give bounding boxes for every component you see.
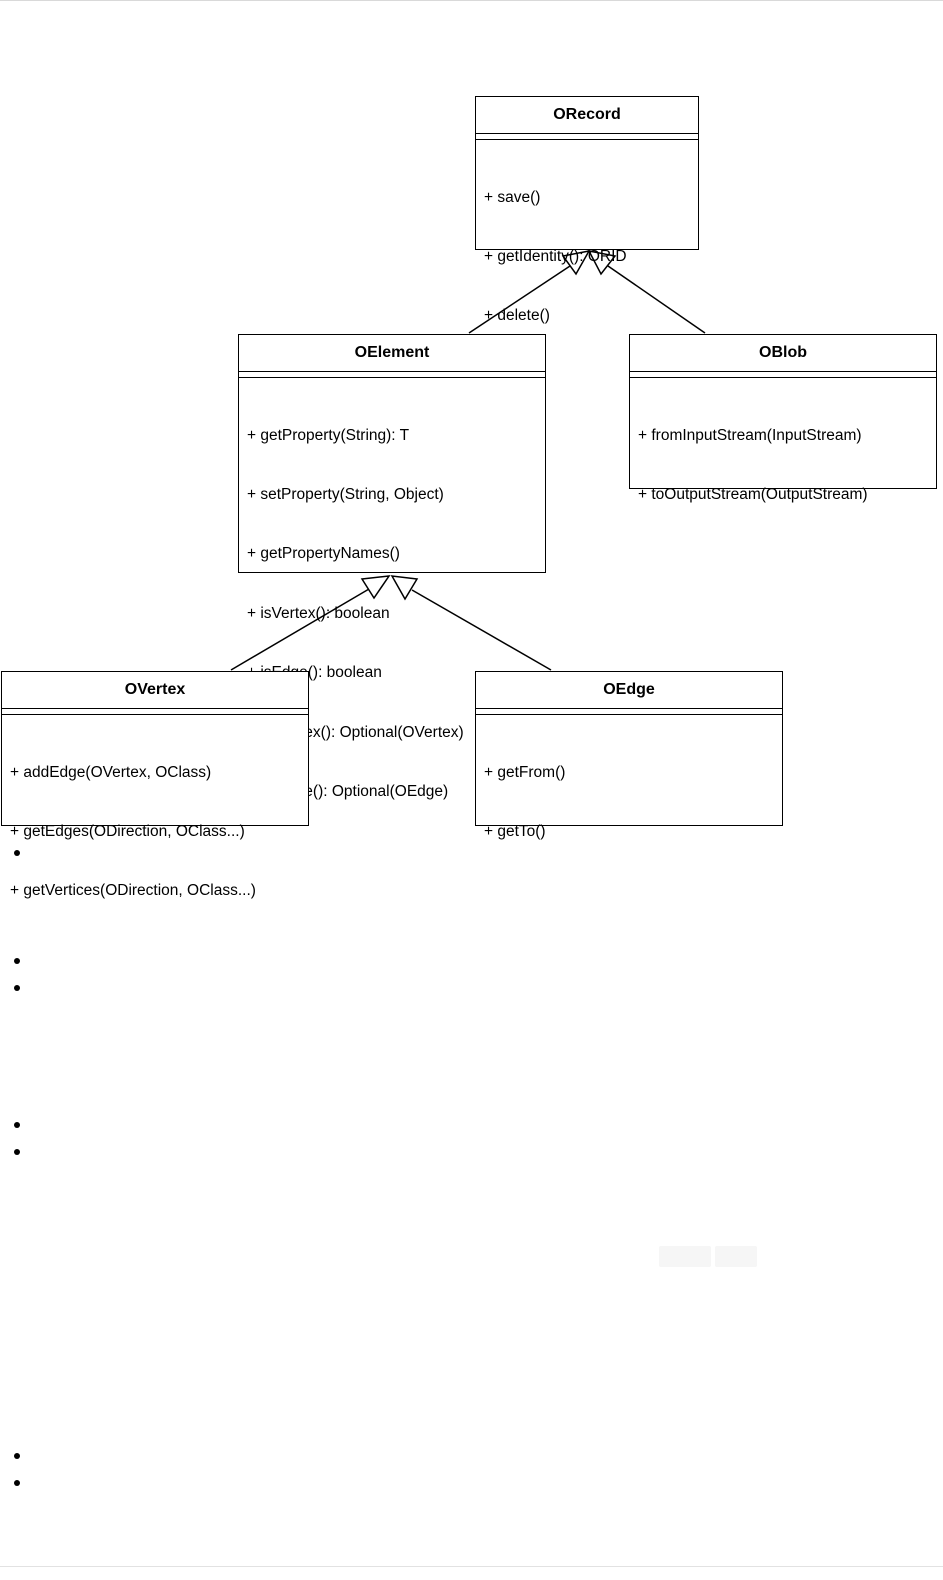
- list-bullet: [14, 1480, 20, 1486]
- method: + getTo(): [484, 822, 546, 840]
- class-orecord: ORecord + save() + getIdentity(): ORID +…: [475, 96, 699, 324]
- class-name: OElement: [239, 335, 545, 372]
- method: + getPropertyNames(): [247, 545, 400, 563]
- methods-compartment: + save() + getIdentity(): ORID + delete(…: [476, 140, 698, 366]
- methods-compartment: + fromInputStream(InputStream) + toOutpu…: [630, 378, 936, 544]
- class-name: ORecord: [476, 97, 698, 134]
- method: + toOutputStream(OutputStream): [638, 485, 868, 503]
- list-bullet: [14, 850, 20, 856]
- bottom-divider: [0, 1566, 943, 1567]
- arrowhead-oelement-orecord: [561, 249, 591, 276]
- class-oedge: OEdge + getFrom() + getTo(): [475, 671, 783, 840]
- class-name: OVertex: [2, 672, 308, 709]
- arrowhead-oblob-orecord: [587, 249, 617, 276]
- methods-compartment: + getFrom() + getTo(): [476, 715, 782, 881]
- method: + save(): [484, 188, 541, 206]
- method: + getVertices(ODirection, OClass...): [10, 882, 256, 900]
- class-name: OEdge: [476, 672, 782, 709]
- method: + getIdentity(): ORID: [484, 247, 627, 265]
- method: + addEdge(OVertex, OClass): [10, 763, 212, 781]
- arrowhead-oedge-oelement: [390, 575, 419, 601]
- list-bullet: [14, 1149, 20, 1155]
- arrow-oblob-orecord: [607, 265, 706, 334]
- arrow-overtex-oelement: [230, 588, 370, 671]
- arrowhead-overtex-oelement: [360, 575, 391, 600]
- methods-compartment: + addEdge(OVertex, OClass) + getEdges(OD…: [2, 715, 308, 941]
- top-divider: [0, 0, 943, 1]
- method: + isVertex(): boolean: [247, 604, 390, 622]
- method: + getProperty(String): T: [247, 426, 410, 444]
- method: + setProperty(String, Object): [247, 485, 444, 503]
- inline-code-placeholder: [715, 1246, 757, 1267]
- class-overtex: OVertex + addEdge(OVertex, OClass) + get…: [1, 671, 309, 899]
- list-bullet: [14, 1122, 20, 1128]
- method: + getFrom(): [484, 763, 566, 781]
- method: + fromInputStream(InputStream): [638, 426, 862, 444]
- list-bullet: [14, 1453, 20, 1459]
- list-bullet: [14, 958, 20, 964]
- method: + getEdges(ODirection, OClass...): [10, 822, 245, 840]
- attributes-compartment: [630, 372, 936, 378]
- attributes-compartment: [476, 709, 782, 715]
- attributes-compartment: [476, 134, 698, 140]
- arrow-oelement-orecord: [468, 265, 571, 334]
- arrow-oedge-oelement: [411, 589, 552, 671]
- class-oelement: OElement + getProperty(String): T + setP…: [238, 334, 546, 800]
- attributes-compartment: [2, 709, 308, 715]
- attributes-compartment: [239, 372, 545, 378]
- method: + delete(): [484, 307, 550, 325]
- class-name: OBlob: [630, 335, 936, 372]
- list-bullet: [14, 985, 20, 991]
- class-oblob: OBlob + fromInputStream(InputStream) + t…: [629, 334, 937, 503]
- inline-code-placeholder: [659, 1246, 711, 1267]
